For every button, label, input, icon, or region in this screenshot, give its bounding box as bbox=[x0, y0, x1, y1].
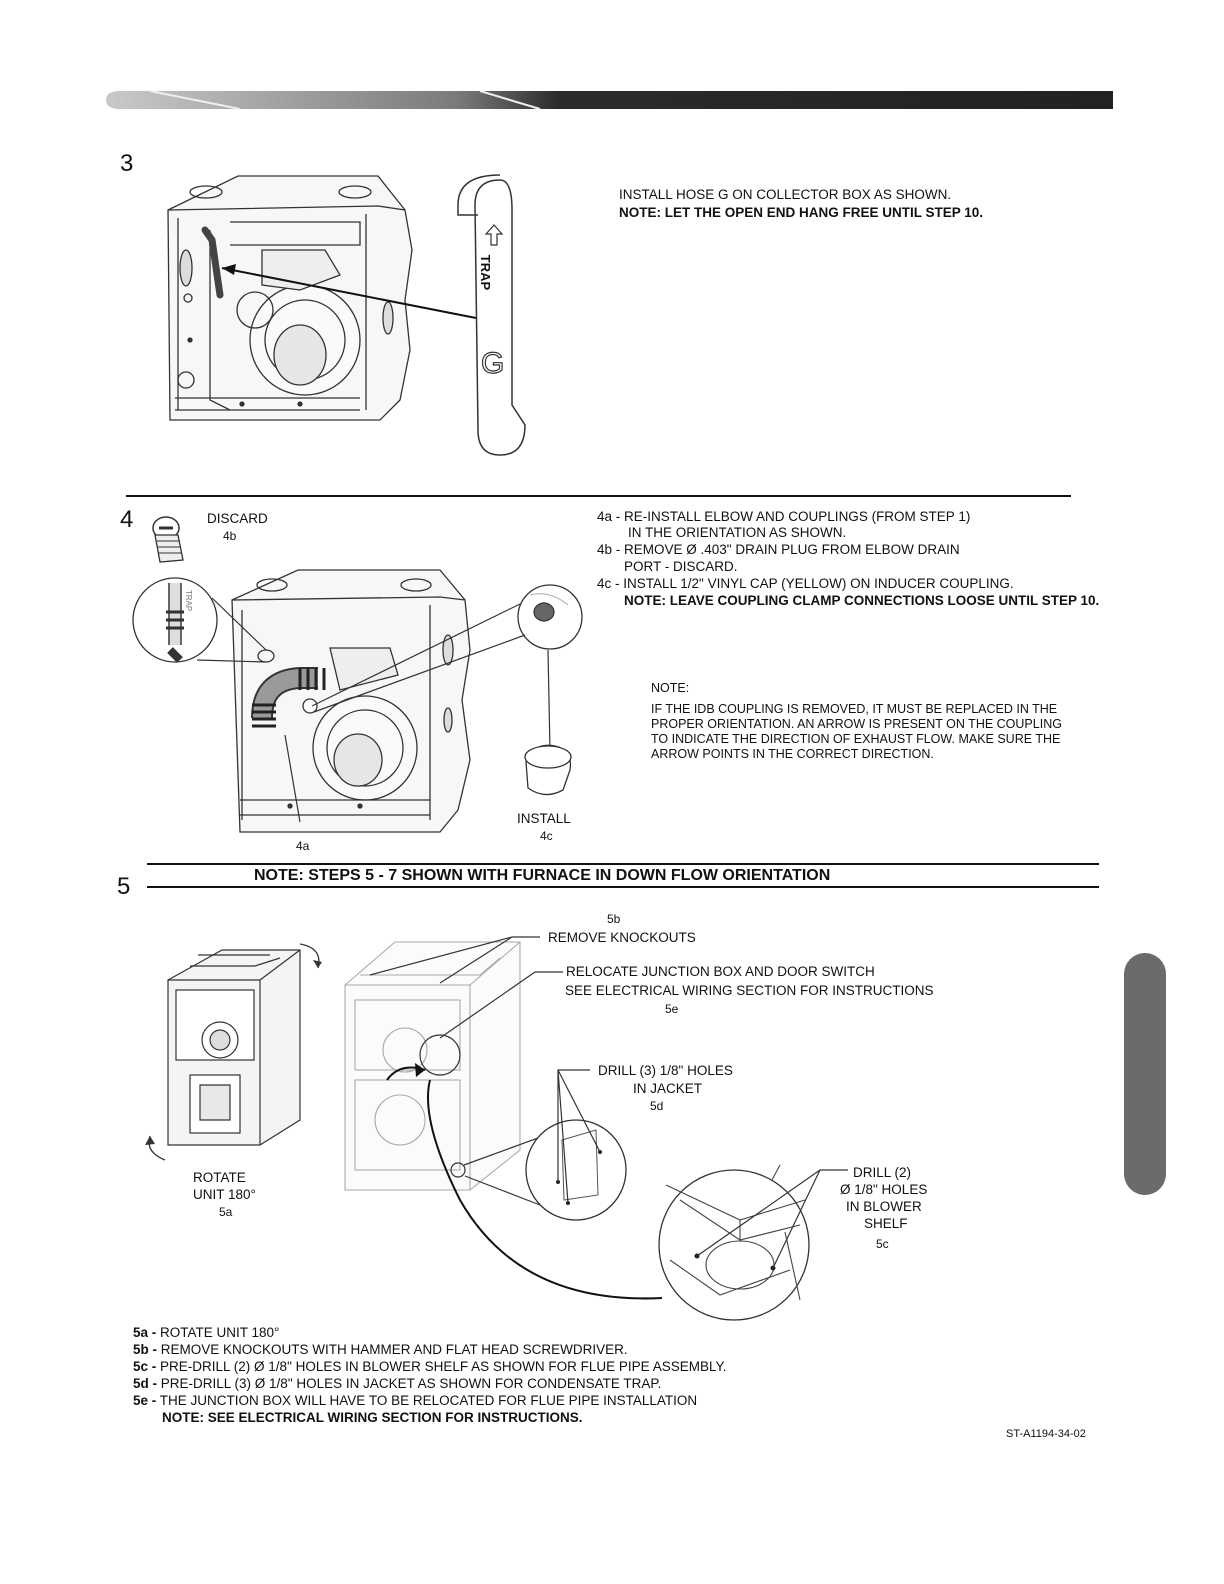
rotate-ref-5a: 5a bbox=[219, 1205, 233, 1219]
callout-5c-text2: Ø 1/8" HOLES bbox=[840, 1182, 928, 1197]
step4-note-line-3: TO INDICATE THE DIRECTION OF EXHAUST FLO… bbox=[651, 732, 1061, 746]
callout-5d-text1: DRILL (3) 1/8" HOLES bbox=[598, 1063, 733, 1078]
callout-5c-text1: DRILL (2) bbox=[853, 1165, 912, 1180]
step4-instr-note: NOTE: LEAVE COUPLING CLAMP CONNECTIONS L… bbox=[624, 593, 1100, 608]
list-item: 5b - REMOVE KNOCKOUTS WITH HAMMER AND FL… bbox=[133, 1342, 628, 1357]
step4-note-line-2: PROPER ORIENTATION. AN ARROW IS PRESENT … bbox=[651, 717, 1062, 731]
step5-rule-top bbox=[147, 863, 1099, 865]
step-number-3: 3 bbox=[120, 150, 134, 177]
callout-5c-text3: IN BLOWER bbox=[846, 1199, 922, 1214]
ref-4a: 4a bbox=[296, 839, 310, 853]
step4-instr-4b: 4b - REMOVE Ø .403" DRAIN PLUG FROM ELBO… bbox=[597, 542, 960, 557]
step3-note: NOTE: LET THE OPEN END HANG FREE UNTIL S… bbox=[619, 205, 984, 220]
step4-instr-4c: 4c - INSTALL 1/2" VINYL CAP (YELLOW) ON … bbox=[597, 576, 1014, 591]
step-number-4: 4 bbox=[120, 506, 134, 533]
step5-header-note: NOTE: STEPS 5 - 7 SHOWN WITH FURNACE IN … bbox=[254, 867, 831, 884]
step4-furnace-illustration bbox=[132, 516, 583, 833]
callout-5d-text2: IN JACKET bbox=[633, 1081, 703, 1096]
step5-list-note: NOTE: SEE ELECTRICAL WIRING SECTION FOR … bbox=[162, 1410, 583, 1425]
callout-5d-ref: 5d bbox=[650, 1099, 664, 1113]
step4-note-title: NOTE: bbox=[651, 681, 690, 695]
step4-note-line-4: ARROW POINTS IN THE CORRECT DIRECTION. bbox=[651, 747, 934, 761]
step4-divider bbox=[126, 495, 1071, 497]
step4-instr-4a-cont: IN THE ORIENTATION AS SHOWN. bbox=[628, 525, 847, 540]
step3-instruction: INSTALL HOSE G ON COLLECTOR BOX AS SHOWN… bbox=[619, 187, 952, 202]
list-item: 5d - PRE-DRILL (3) Ø 1/8" HOLES IN JACKE… bbox=[133, 1376, 662, 1391]
step5-illustration bbox=[145, 936, 848, 1321]
side-tab bbox=[1124, 953, 1166, 1195]
install-label: INSTALL bbox=[517, 811, 571, 826]
step-number-5: 5 bbox=[117, 873, 131, 900]
callout-5c-text4: SHELF bbox=[864, 1216, 908, 1231]
hose-g-letter: G bbox=[480, 347, 505, 380]
callout-5e-text2: SEE ELECTRICAL WIRING SECTION FOR INSTRU… bbox=[565, 983, 934, 998]
header-banner bbox=[106, 90, 1113, 110]
ref-4c: 4c bbox=[540, 829, 553, 843]
discard-label: DISCARD bbox=[207, 511, 268, 526]
rotate-label-1: ROTATE bbox=[193, 1170, 246, 1185]
callout-5e-text1: RELOCATE JUNCTION BOX AND DOOR SWITCH bbox=[566, 964, 875, 979]
list-item: 5a - ROTATE UNIT 180° bbox=[133, 1325, 280, 1340]
step3-furnace-illustration bbox=[167, 174, 526, 456]
callout-5b-ref: 5b bbox=[607, 912, 621, 926]
step5-rule-bottom bbox=[147, 886, 1099, 888]
step4-instr-4a: 4a - RE-INSTALL ELBOW AND COUPLINGS (FRO… bbox=[597, 509, 971, 524]
callout-5b-text: REMOVE KNOCKOUTS bbox=[548, 930, 696, 945]
step4-note-line-1: IF THE IDB COUPLING IS REMOVED, IT MUST … bbox=[651, 702, 1058, 716]
document-id: ST-A1194-34-02 bbox=[1006, 1428, 1086, 1440]
list-item: 5e - THE JUNCTION BOX WILL HAVE TO BE RE… bbox=[133, 1393, 698, 1408]
list-item: 5c - PRE-DRILL (2) Ø 1/8" HOLES IN BLOWE… bbox=[133, 1359, 727, 1374]
rotate-label-2: UNIT 180° bbox=[193, 1187, 256, 1202]
callout-5c-ref: 5c bbox=[876, 1237, 889, 1251]
callout-5e-ref: 5e bbox=[665, 1002, 679, 1016]
ref-4b: 4b bbox=[223, 529, 237, 543]
step4-instr-4b-cont: PORT - DISCARD. bbox=[624, 559, 738, 574]
